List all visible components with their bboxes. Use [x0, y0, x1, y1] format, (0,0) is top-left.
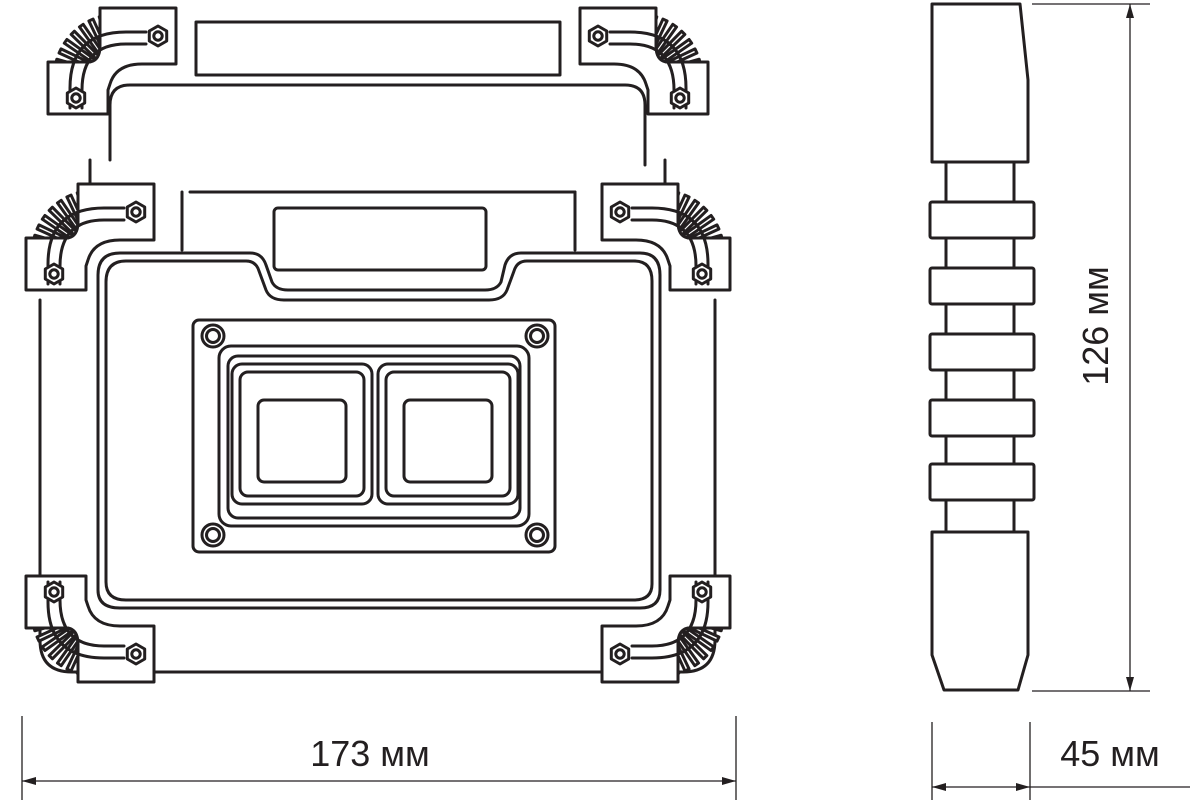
bumper-top-left — [24, 182, 156, 292]
display-panel — [272, 206, 488, 272]
width-label: 173 мм — [310, 733, 430, 774]
plate-screw-br — [524, 522, 550, 548]
dimension-width: 173 мм — [21, 716, 737, 800]
side-view — [928, 2, 1036, 692]
depth-label: 45 мм — [1060, 733, 1160, 774]
plate-screw-tl — [200, 323, 226, 349]
led-module-left — [230, 362, 374, 506]
dimension-height: 126 мм — [1032, 3, 1150, 692]
bumper-handle-top-right — [578, 6, 710, 116]
front-view — [24, 6, 732, 684]
housing — [38, 190, 717, 674]
plate-screw-bl — [200, 522, 226, 548]
bumper-bottom-left — [24, 574, 156, 684]
lens-plate — [191, 318, 557, 554]
bumper-bottom-right — [600, 574, 732, 684]
handle-frame — [88, 20, 667, 194]
dimension-depth: 45 мм — [931, 722, 1190, 800]
plate-screw-tr — [524, 323, 550, 349]
corner-bumpers — [24, 6, 732, 684]
bumper-handle-top-left — [46, 6, 178, 116]
led-module-right — [376, 362, 520, 506]
bumper-top-right — [600, 182, 732, 292]
height-label: 126 мм — [1075, 266, 1116, 386]
